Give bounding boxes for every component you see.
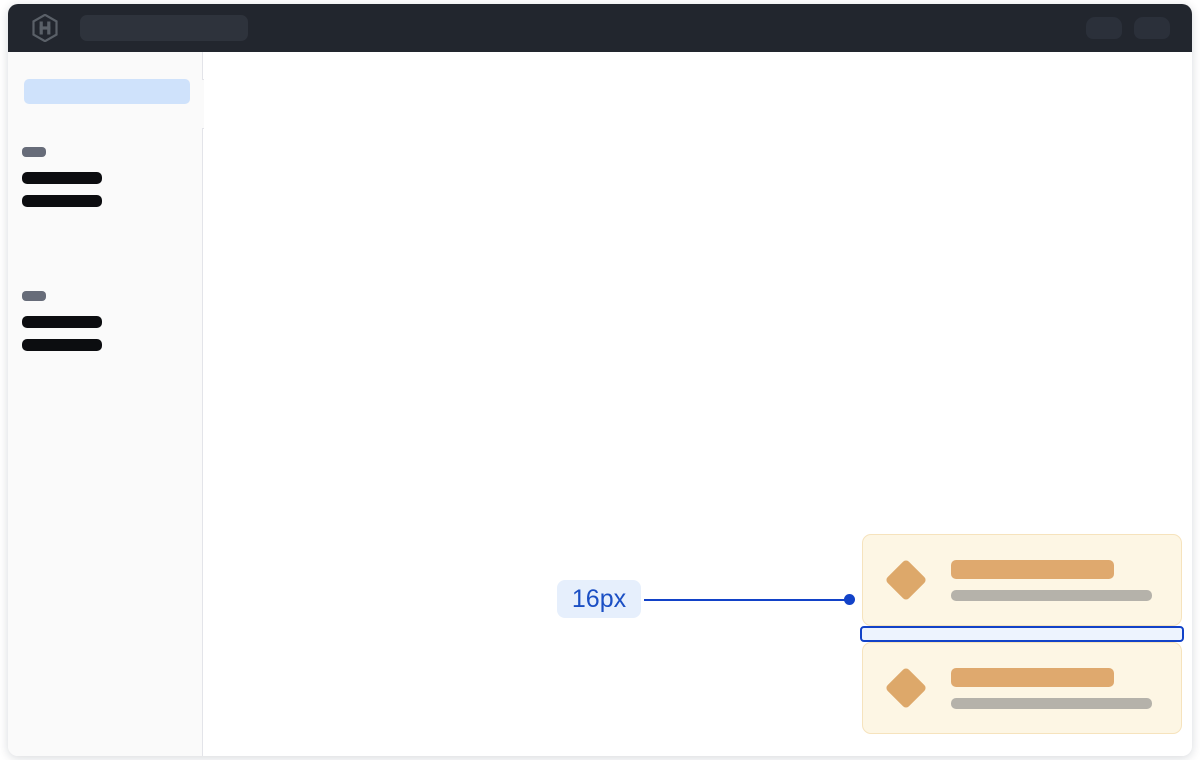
alert-subtitle xyxy=(951,697,1152,709)
hexagon-h-logo-icon[interactable] xyxy=(32,14,58,42)
sidebar-item-0-1[interactable] xyxy=(22,195,102,207)
alert-card[interactable] xyxy=(862,534,1182,626)
sidebar-group-0-label xyxy=(22,147,46,157)
search-input[interactable] xyxy=(80,15,248,41)
alert-card-text xyxy=(951,559,1181,601)
sidebar-group-0 xyxy=(22,147,102,218)
spacing-gap-highlight xyxy=(860,626,1184,642)
diamond-warning-icon xyxy=(884,558,928,602)
app-window: 16px xyxy=(8,4,1192,756)
alert-card-text xyxy=(951,667,1181,709)
sidebar-item-0-0[interactable] xyxy=(22,172,102,184)
sidebar-group-1 xyxy=(22,291,102,362)
alert-card-stack xyxy=(860,534,1184,734)
topbar-actions xyxy=(1086,17,1176,39)
measurement-endpoint-dot-icon xyxy=(844,594,855,605)
app-body: 16px xyxy=(8,52,1192,756)
alert-title xyxy=(951,559,1114,579)
sidebar-selected-item[interactable] xyxy=(24,79,190,104)
alert-card[interactable] xyxy=(862,642,1182,734)
alert-title xyxy=(951,667,1114,687)
alert-subtitle xyxy=(951,589,1152,601)
sidebar xyxy=(8,52,203,756)
diamond-warning-icon xyxy=(884,666,928,710)
sidebar-group-1-label xyxy=(22,291,46,301)
top-navigation-bar xyxy=(8,4,1192,52)
topbar-chip-2[interactable] xyxy=(1134,17,1170,39)
measurement-leader-line xyxy=(644,599,852,601)
sidebar-item-1-0[interactable] xyxy=(22,316,102,328)
sidebar-item-1-1[interactable] xyxy=(22,339,102,351)
main-canvas: 16px xyxy=(204,52,1192,756)
spacing-value-badge: 16px xyxy=(557,580,641,618)
topbar-chip-1[interactable] xyxy=(1086,17,1122,39)
